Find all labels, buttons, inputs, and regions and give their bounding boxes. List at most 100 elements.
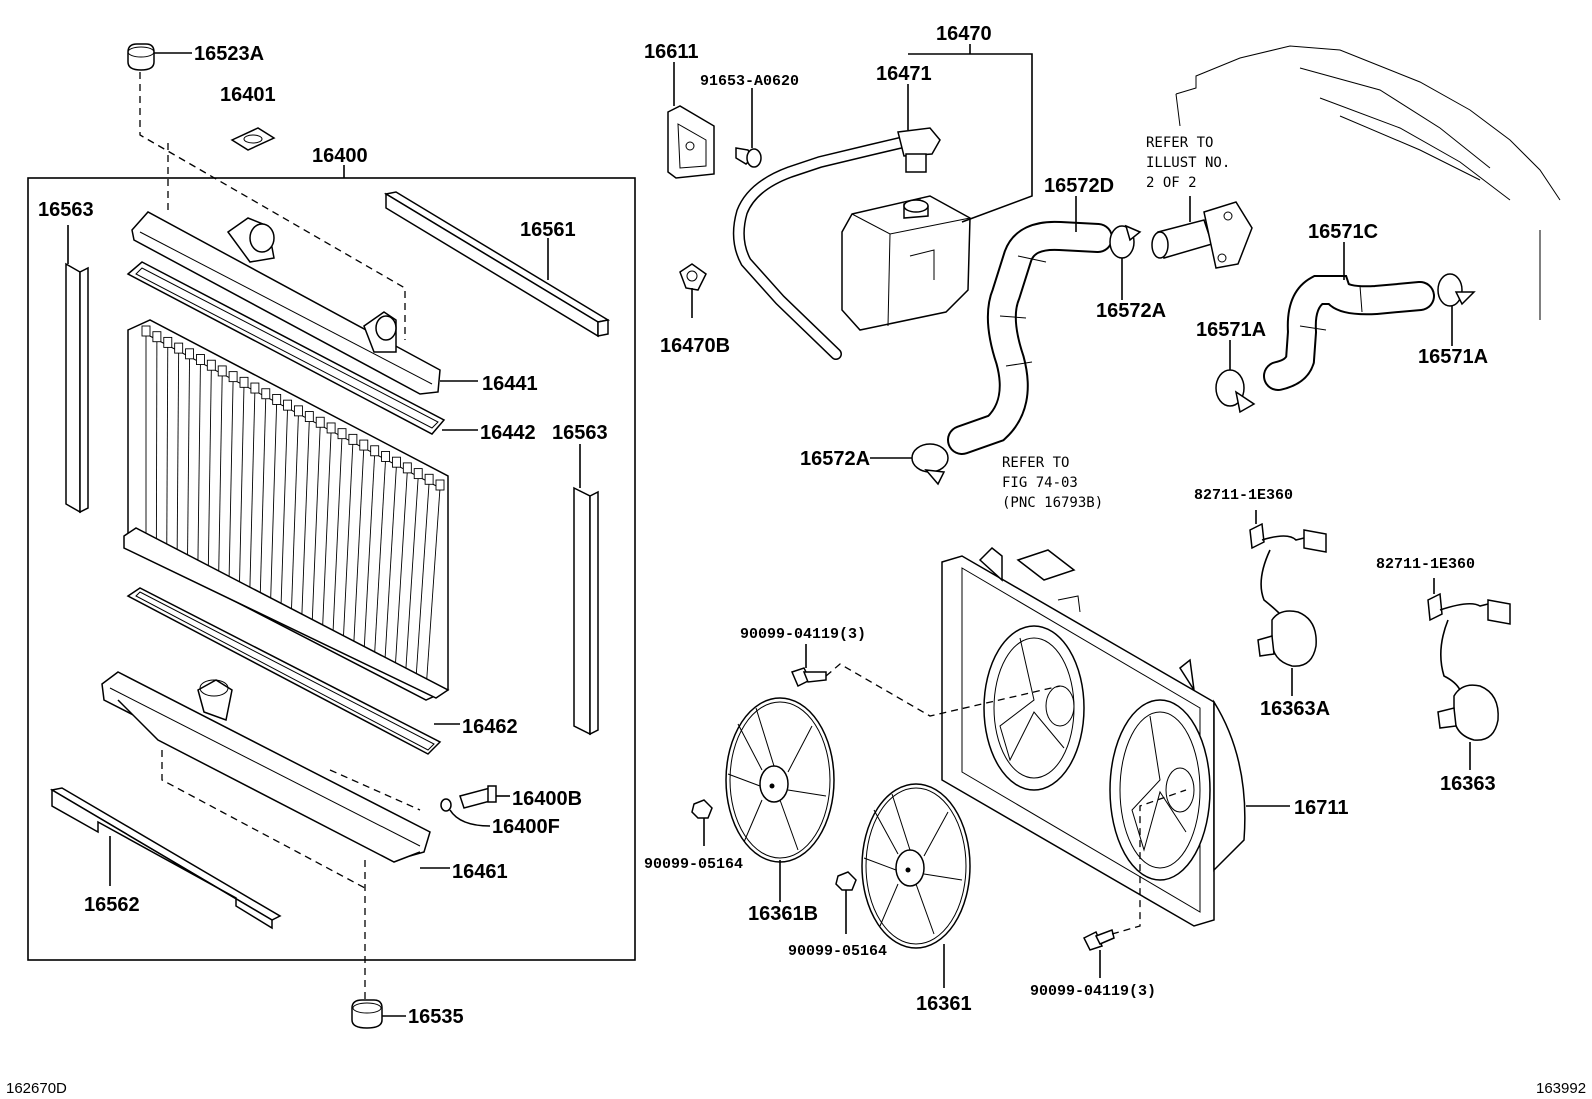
core-fin-line xyxy=(363,453,376,657)
core-tube-end xyxy=(250,382,260,394)
core-fin-line xyxy=(218,373,223,579)
core-tube-end xyxy=(272,393,282,405)
label-16400: 16400 xyxy=(312,145,368,167)
core-tube-end xyxy=(413,468,423,480)
core-tube-end xyxy=(304,411,314,423)
core-fin-line xyxy=(269,402,278,607)
core-tube-end xyxy=(315,416,325,428)
core-fin-line xyxy=(352,448,365,652)
label-16523A: 16523A xyxy=(194,43,264,65)
core-tube-end xyxy=(141,325,151,337)
lower-tank-16461 xyxy=(101,671,450,869)
mount-16535 xyxy=(351,999,406,1029)
note-fig-line3: (PNC 16793B) xyxy=(1002,495,1103,511)
overflow-hose-16471 xyxy=(732,84,941,360)
label-16470B: 16470B xyxy=(660,335,730,357)
core-fin-line xyxy=(176,351,180,557)
note-illust-line2: ILLUST NO. xyxy=(1146,155,1230,171)
core-fin-line xyxy=(321,430,332,635)
label-plate xyxy=(1016,549,1076,581)
core-tube-end xyxy=(370,445,380,457)
core-fin-line xyxy=(394,470,408,674)
note-illust-line1: REFER TO xyxy=(1146,135,1213,151)
label-16572D: 16572D xyxy=(1044,175,1114,197)
radiator-hose-16572D xyxy=(947,196,1113,455)
label-16563-left: 16563 xyxy=(38,199,94,221)
bracket-16611 xyxy=(667,62,715,179)
water-outlet xyxy=(1151,196,1253,269)
core-tube-end xyxy=(228,371,238,383)
core-tube-end xyxy=(206,359,216,371)
reservoir-tank-16470 xyxy=(841,195,971,331)
label-16535: 16535 xyxy=(408,1006,464,1028)
label-91653-A0620: 91653-A0620 xyxy=(700,73,799,90)
bolt-90099-04119-b xyxy=(1082,929,1115,978)
core-fin-line xyxy=(259,396,267,602)
core-fin-line xyxy=(404,476,419,679)
clip-16470B xyxy=(679,263,707,318)
core-fin-line xyxy=(342,442,354,646)
label-16571C: 16571C xyxy=(1308,221,1378,243)
core-tube-end xyxy=(326,422,336,434)
core-tube-end xyxy=(174,342,184,354)
core-tube-end xyxy=(435,479,445,491)
radiator-cap-16523A xyxy=(127,43,192,71)
hose-clamp-16572A-top xyxy=(1109,224,1142,300)
o-ring-16400F xyxy=(440,798,491,827)
core-tube-end xyxy=(337,428,347,440)
core-tube-end xyxy=(261,388,271,400)
label-90099-05164-b: 90099-05164 xyxy=(788,943,887,960)
upper-gasket-16442 xyxy=(126,261,478,435)
core-tube-end xyxy=(381,451,391,462)
note-illust-line3: 2 OF 2 xyxy=(1146,175,1197,191)
hose-clamp-16572A-bottom xyxy=(870,443,949,486)
gasket-16401 xyxy=(230,127,276,151)
fan-motor-16363 xyxy=(1427,578,1511,770)
label-16441: 16441 xyxy=(482,373,538,395)
core-fin-line xyxy=(415,482,430,685)
label-16400B: 16400B xyxy=(512,788,582,810)
core-fin-line xyxy=(301,419,310,624)
core-fin-line xyxy=(425,487,441,691)
core-tube-end xyxy=(293,405,303,417)
core-tube-end xyxy=(217,365,227,377)
label-16562: 16562 xyxy=(84,894,140,916)
label-16361B: 16361B xyxy=(748,903,818,925)
label-16611: 16611 xyxy=(644,41,699,63)
engine-outline xyxy=(1175,45,1561,320)
label-82711-1E360-a: 82711-1E360 xyxy=(1194,487,1293,504)
footer-left-code: 162670D xyxy=(6,1080,67,1097)
core-tube-end xyxy=(195,354,205,365)
label-90099-04119-a: 90099-04119(3) xyxy=(740,626,866,643)
core-fin-line xyxy=(197,362,201,568)
core-fin-line xyxy=(155,339,158,546)
core-fin-line xyxy=(166,345,169,552)
side-seal-16563-left xyxy=(65,225,89,514)
core-tube-end xyxy=(163,336,173,348)
label-16561: 16561 xyxy=(520,219,576,241)
label-16571A-left: 16571A xyxy=(1196,319,1266,341)
label-16363: 16363 xyxy=(1440,773,1496,795)
label-16361: 16361 xyxy=(916,993,972,1015)
core-fin-line xyxy=(384,465,397,668)
side-seal-16563-right xyxy=(573,444,599,736)
core-tube-end xyxy=(283,399,293,411)
label-16462: 16462 xyxy=(462,716,518,738)
core-tube-end xyxy=(402,462,412,474)
core-fin-line xyxy=(187,356,191,563)
fan-16361B xyxy=(725,697,835,902)
hose-clamp-16571A-right xyxy=(1437,273,1476,346)
core-tube-end xyxy=(239,376,249,388)
label-16442: 16442 xyxy=(480,422,536,444)
label-16563-right: 16563 xyxy=(552,422,608,444)
bolt-91653-A0620 xyxy=(735,88,762,168)
core-tube-end xyxy=(185,348,195,360)
label-16572A-top: 16572A xyxy=(1096,300,1166,322)
core-fin-line xyxy=(311,425,321,629)
note-fig-line2: FIG 74-03 xyxy=(1002,475,1078,491)
label-90099-05164-a: 90099-05164 xyxy=(644,856,743,873)
core-fin-line xyxy=(280,408,289,613)
core-tube-end xyxy=(424,473,434,485)
hose-clamp-16571A-left xyxy=(1215,340,1256,414)
upper-tank-16441 xyxy=(131,211,478,395)
